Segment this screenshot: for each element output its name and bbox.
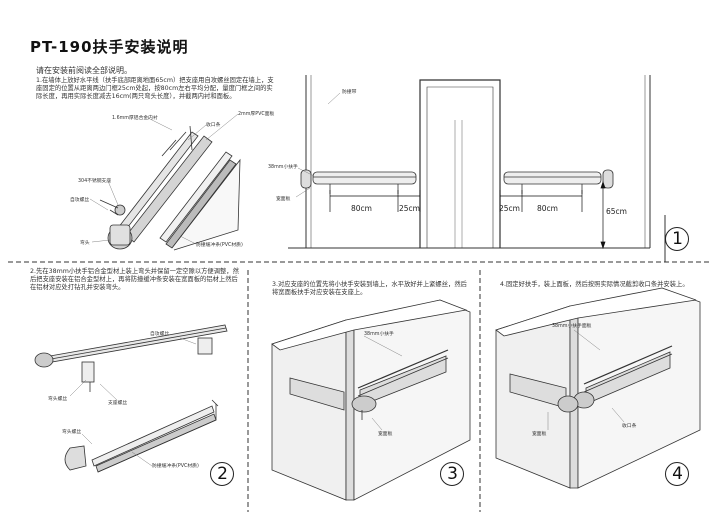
- step-circle-3: [440, 462, 464, 486]
- label-step2-elbow-screw: 弯头螺丝: [48, 397, 68, 402]
- step-circle-4: [665, 462, 689, 486]
- step4-text: 4.固定好扶手，装上面板，然后按照实际情况截剪收口条并安装上。: [500, 281, 689, 288]
- label-step3-wide-panel: 宽面板: [378, 432, 393, 437]
- step3-text: 3.对应支座的位置先将小扶手安装到墙上，水平放好并上紧螺丝，然后将宽面板扶手对应…: [272, 281, 467, 296]
- label-step2-self-tap: 自攻螺丝: [150, 332, 170, 337]
- step-number-1: 1: [672, 229, 683, 249]
- step4-illustration: [495, 287, 701, 489]
- label-buffer: 防撞缓冲条(PVC材质): [196, 243, 243, 248]
- dimension-lines: [329, 180, 606, 250]
- page-title: PT-190扶手安装说明: [30, 38, 189, 56]
- step-number-4: 4: [672, 464, 683, 484]
- label-elbow: 弯头: [80, 241, 90, 246]
- step2-illustration: [34, 324, 228, 473]
- dim-80cm-left: 80cm: [351, 204, 372, 213]
- label-screw: 自攻螺丝: [70, 198, 90, 203]
- label-rail-38: 38mm小扶手: [268, 165, 298, 170]
- dim-25cm-right: 25cm: [499, 204, 520, 213]
- label-pvc-panel: 2mm厚PVC面板: [238, 112, 275, 117]
- label-bumper-rail: 防撞带: [342, 90, 357, 95]
- label-step2-support-screw: 支座螺丝: [108, 401, 128, 406]
- label-cover-strip: 收口条: [206, 123, 221, 128]
- label-inner-lining: 1.6mm厚铝合金内衬: [112, 116, 158, 121]
- step2-text: 2.先在38mm小扶手铝合金型材上装上弯头并保留一定空隙以方便调整，然后把支座安…: [30, 268, 239, 291]
- step-number-3: 3: [447, 464, 458, 484]
- step1-exploded-view: [99, 125, 241, 251]
- dim-65cm: 65cm: [606, 207, 627, 216]
- label-step2-elbow-screw-2: 弯头螺丝: [62, 430, 82, 435]
- dim-25cm-left: 25cm: [399, 204, 420, 213]
- dim-80cm-right: 80cm: [537, 204, 558, 213]
- intro-text: 1.在墙体上放好水平线（扶手底部距离地面65cm）把支座用自攻螺丝固定在墙上，支…: [36, 77, 274, 100]
- step1-elevation: [288, 75, 651, 249]
- label-step4-wide-panel: 宽面板: [532, 432, 547, 437]
- label-step2-buffer: 防撞缓冲条(PVC材质): [152, 464, 199, 469]
- step-circle-1: [665, 227, 689, 251]
- label-step4-rail-panel: 38mm小扶手面板: [552, 324, 592, 329]
- label-step4-cover-strip: 收口条: [622, 424, 637, 429]
- step-number-2: 2: [217, 464, 228, 484]
- label-step3-rail-38: 38mm小扶手: [364, 332, 394, 337]
- label-bracket: 304不锈钢支座: [78, 179, 112, 184]
- label-wide-panel: 宽面板: [276, 197, 291, 202]
- step3-illustration: [271, 299, 471, 501]
- step-circle-2: [210, 462, 234, 486]
- intro-heading: 请在安装前阅读全部说明。: [36, 66, 132, 75]
- intro-section: 请在安装前阅读全部说明。 1.在墙体上放好水平线（扶手底部距离地面65cm）把支…: [36, 66, 274, 101]
